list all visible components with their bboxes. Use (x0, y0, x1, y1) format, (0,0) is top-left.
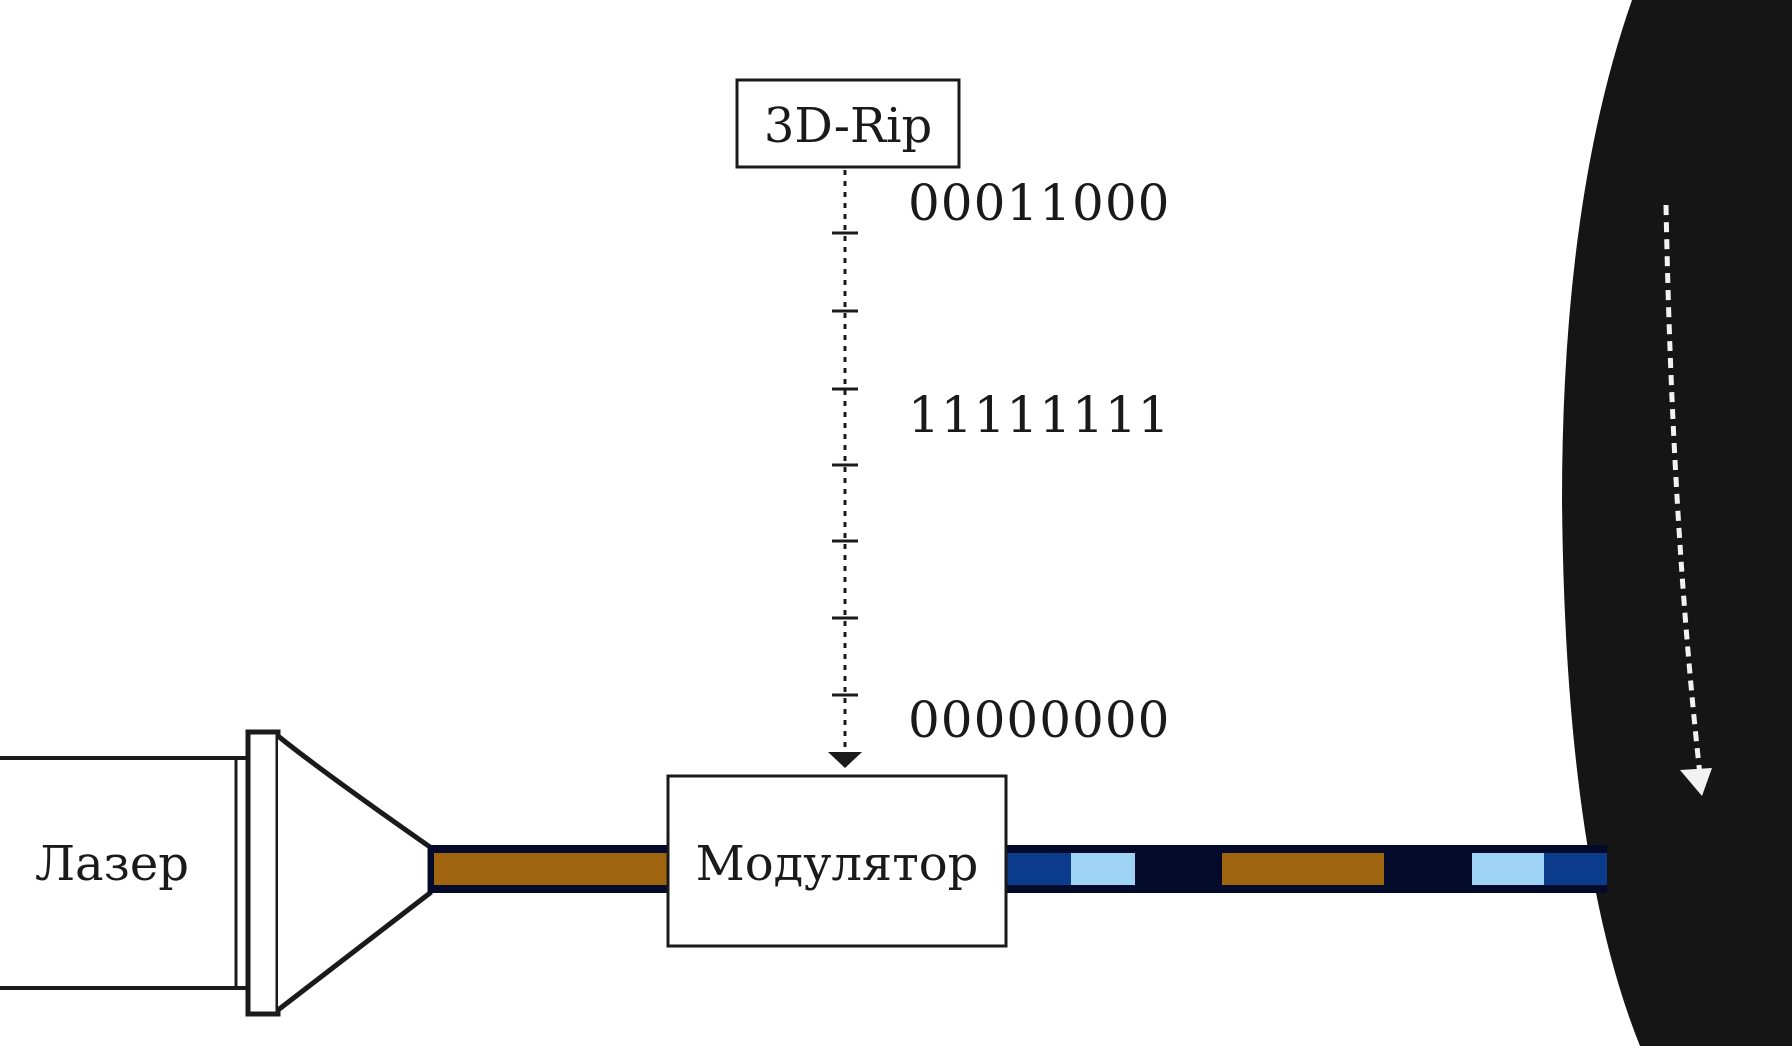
beam-segment (1222, 853, 1384, 885)
beam-segment (1005, 853, 1071, 885)
code-label: 00011000 (908, 174, 1171, 232)
modulator-label: Модулятор (696, 836, 979, 892)
drum-rotation-arrow-icon (1663, 204, 1703, 776)
laser-label: Лазер (35, 836, 189, 892)
beam-segment (1472, 853, 1544, 885)
laser-body (0, 756, 250, 990)
modulator-box (666, 774, 1008, 948)
laser-flange (245, 729, 281, 1017)
beam-segment (1544, 853, 1607, 885)
rip-box (735, 78, 961, 169)
code-label: 00000000 (908, 691, 1171, 749)
beam-unmodulated-core (434, 853, 670, 885)
beam-segment (1071, 853, 1135, 885)
laser-nozzle (276, 734, 433, 1012)
engraving-drum (1562, 0, 1792, 1046)
rip-label: 3D-Rip (764, 98, 932, 154)
beam-modulated (1005, 845, 1607, 893)
signal-ticks (832, 231, 858, 697)
signal-arrowhead-icon (828, 752, 862, 768)
code-label: 11111111 (908, 386, 1171, 444)
drum-rotation-arrowhead-icon (1680, 768, 1712, 796)
